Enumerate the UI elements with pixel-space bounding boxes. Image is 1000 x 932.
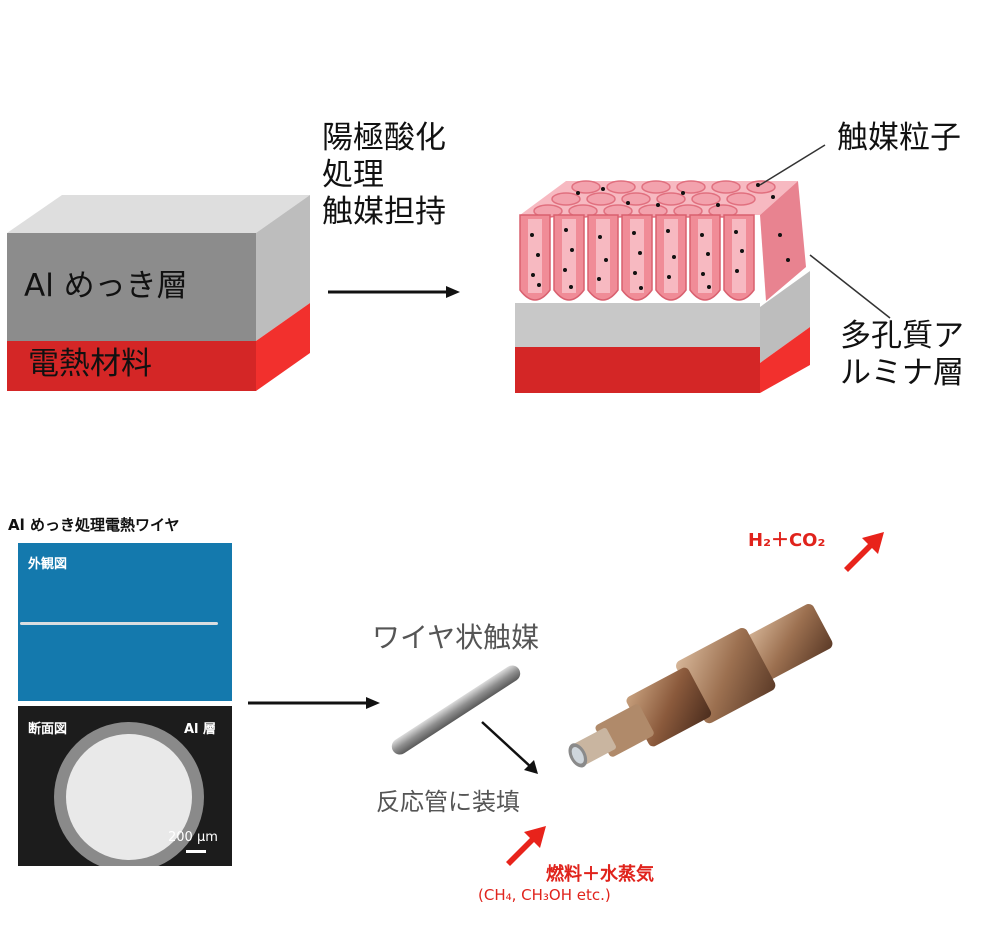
reactor-tube [568, 604, 833, 768]
al-layer-label: Al めっき層 [24, 268, 188, 304]
scale-bar [186, 850, 206, 853]
block-top-face [7, 195, 310, 233]
heater-base [515, 347, 760, 393]
cross-section-photo-label: 断面図 [28, 722, 68, 737]
process-label: 陽極酸化 処理 触媒担持 [322, 120, 446, 231]
install-arrow [481, 721, 538, 774]
al-layer-front [7, 233, 256, 341]
input-flow-arrow [506, 826, 546, 866]
porous-alumina-block [515, 180, 810, 393]
scale-label: 200 μm [168, 830, 218, 845]
heater-label: 電熱材料 [28, 346, 152, 382]
al-layer-short-label: Al 層 [184, 722, 217, 737]
catalyst-particle-label: 触媒粒子 [837, 120, 961, 156]
wire-catalyst-rod [391, 665, 521, 755]
cross-section-photo: 断面図 Al 層 200 μm [18, 706, 232, 866]
al-plated-block [7, 195, 310, 391]
wire-core [66, 734, 192, 860]
exterior-photo-label: 外観図 [28, 557, 68, 572]
process-arrow [328, 286, 460, 298]
wire-catalyst-label: ワイヤ状触媒 [372, 621, 540, 654]
heater-layer-front [7, 341, 256, 391]
input-gas-label: 燃料＋水蒸気 [546, 864, 654, 885]
block-right-red-face [256, 303, 310, 391]
wire-title: Al めっき処理電熱ワイヤ [8, 516, 180, 534]
input-gas-sub-label: (CH₄, CH₃OH etc.) [478, 886, 611, 904]
output-gas-label: H₂＋CO₂ [748, 530, 826, 551]
alumina-layer-label: 多孔質ア ルミナ層 [840, 318, 964, 392]
block-right-face [256, 195, 310, 341]
install-label: 反応管に装填 [376, 788, 520, 816]
output-flow-arrow [844, 532, 884, 572]
exterior-photo: 外観図 [18, 543, 232, 701]
leader-lines [759, 144, 891, 319]
wire-sample [20, 622, 218, 625]
wire-to-catalyst-arrow [248, 697, 380, 709]
